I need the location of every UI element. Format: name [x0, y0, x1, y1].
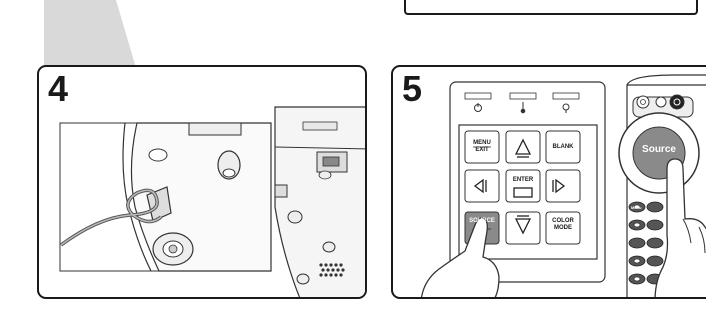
step-5-panel: 5	[391, 65, 706, 299]
cable-lock-illustration	[39, 67, 367, 299]
remote-menu-button-label[interactable]: Menu	[631, 205, 641, 210]
step-4-panel: 4	[37, 65, 367, 299]
previous-step-box	[404, 0, 698, 15]
step-number: 5	[402, 71, 422, 107]
step-number: 4	[48, 71, 68, 107]
source-button-illustration	[393, 67, 706, 299]
gray-tab-shape	[0, 0, 140, 68]
remote-source-button-label[interactable]: Source	[629, 144, 689, 155]
